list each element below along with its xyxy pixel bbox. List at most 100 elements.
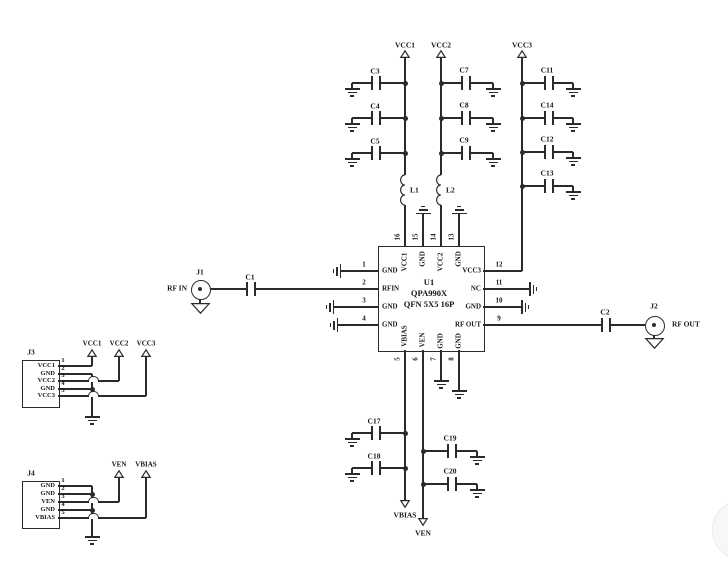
capacitor-c9-lead [441, 152, 461, 154]
capacitor-c17-label: C17 [367, 416, 381, 426]
j4-ground-earth-icon [90, 543, 94, 545]
vbias-arrow-icon [399, 500, 411, 509]
capacitor-c2-plate [609, 318, 611, 332]
capacitor-c20-plate [447, 477, 449, 491]
ic-pin-number: 3 [362, 296, 366, 305]
j4-power-arrow-icon [140, 469, 152, 479]
ground-earth-icon [344, 123, 360, 125]
ic-body [378, 246, 485, 352]
capacitor-c7-lead [441, 82, 461, 84]
ground-earth-icon [475, 463, 479, 465]
j2-ground-stub [653, 334, 655, 338]
capacitor-c13-lead [522, 185, 544, 187]
ic-pin-name: GND [454, 333, 463, 349]
capacitor-c8-lead [441, 117, 461, 119]
ic-pin-name: NC [470, 284, 481, 293]
ic-pin-name: RFIN [382, 284, 400, 293]
j4-pin-number: 2 [61, 484, 65, 492]
capacitor-c18-plate [371, 461, 373, 475]
ic-pin-number: 6 [411, 357, 420, 361]
junction-dot [402, 115, 408, 121]
j3-rail-label: VCC1 [82, 339, 102, 348]
j4-pin-name: GND [40, 489, 55, 497]
pin4-ground-earth-icon [336, 318, 338, 332]
capacitor-c13-lead [554, 185, 573, 187]
l1-inductor-icon [400, 174, 406, 206]
vcc3-net-label: VCC3 [512, 40, 532, 50]
capacitor-c5-lead [352, 152, 371, 154]
capacitor-c3-lead [381, 82, 405, 84]
capacitor-c14-plate [544, 111, 546, 125]
ground-earth-icon [571, 164, 575, 166]
capacitor-c19-lead [457, 450, 477, 452]
capacitor-c9-plate [469, 146, 471, 160]
capacitor-c12-plate [544, 145, 546, 159]
ground-earth-icon [488, 161, 498, 163]
pin3-ground-earth-icon [325, 305, 328, 309]
pin7-ground-earth-icon [436, 383, 446, 385]
pin15-wire [422, 214, 424, 246]
ic-pin-number: 1 [362, 260, 366, 269]
ground-earth-icon [472, 459, 482, 461]
j3-ground-earth-icon [84, 416, 100, 418]
ground-earth-icon [568, 194, 578, 196]
capacitor-c2-label: C2 [600, 307, 610, 317]
ground-earth-icon-stub [351, 468, 353, 473]
capacitor-c7-label: C7 [459, 65, 469, 75]
j3-pin-number: 4 [61, 379, 65, 387]
capacitor-c7-lead [471, 82, 493, 84]
capacitor-c14-label: C14 [540, 100, 554, 110]
j4-pin-number: 5 [61, 508, 65, 516]
capacitor-c18-lead [352, 467, 371, 469]
capacitor-c19-plate [455, 444, 457, 458]
l2-to-pin14-wire [440, 205, 442, 246]
ic-package: QFN 5X5 16P [403, 298, 455, 309]
ground-earth-icon [571, 95, 575, 97]
pin11-ground-earth-icon [532, 284, 534, 294]
ground-earth-icon-stub [476, 484, 478, 489]
wire-hop [87, 497, 99, 503]
pin11-ground-earth-icon [535, 287, 538, 291]
j1-to-c1-wire [209, 288, 246, 290]
ic-pin-number: 14 [429, 233, 438, 241]
ic-pin-name: GND [382, 320, 398, 329]
ground-earth-icon [347, 476, 357, 478]
capacitor-c11-lead [522, 82, 544, 84]
junction-dot [420, 481, 426, 487]
ic-pin-name: GND [436, 333, 445, 349]
j3-pin-number: 2 [61, 364, 65, 372]
ic-pin-number: 11 [495, 278, 503, 287]
ground-earth-icon-stub [351, 433, 353, 438]
capacitor-c20-lead [423, 483, 447, 485]
ground-earth-icon-stub [492, 83, 494, 88]
vcc1-power-arrow-icon [399, 49, 411, 59]
ic-pin-number: 2 [362, 278, 366, 287]
pin3-ground-earth-icon [329, 302, 331, 312]
j3-ref: J3 [27, 347, 35, 357]
ground-earth-icon-stub [572, 186, 574, 191]
pin15-ground-earth-icon [418, 209, 428, 211]
capacitor-c3-plate [379, 76, 381, 90]
capacitor-c3-lead [352, 82, 371, 84]
capacitor-c5-lead [381, 152, 405, 154]
ground-earth-icon [488, 126, 498, 128]
pin11-ground-earth-icon [529, 282, 531, 296]
ground-earth-icon [344, 438, 360, 440]
l2-label: L2 [446, 185, 455, 195]
ven-net-label: VEN [415, 528, 431, 538]
pin4-ground-earth-icon [329, 323, 332, 327]
capacitor-c17-plate [371, 426, 373, 440]
junction-dot [89, 491, 95, 497]
ground-earth-icon-stub [351, 83, 353, 88]
l1-to-pin16-wire [404, 205, 406, 246]
j1-chassis-ground-icon [189, 303, 211, 315]
ground-earth-icon [565, 88, 581, 90]
ground-earth-icon [350, 95, 354, 97]
j4-pin2-wire [58, 493, 92, 495]
junction-dot [438, 150, 444, 156]
ground-earth-icon [491, 165, 495, 167]
ground-earth-icon [571, 198, 575, 200]
ven-wire [422, 350, 424, 518]
capacitor-c20-label: C20 [443, 466, 457, 476]
ic-pin-name: RF OUT [455, 320, 481, 329]
